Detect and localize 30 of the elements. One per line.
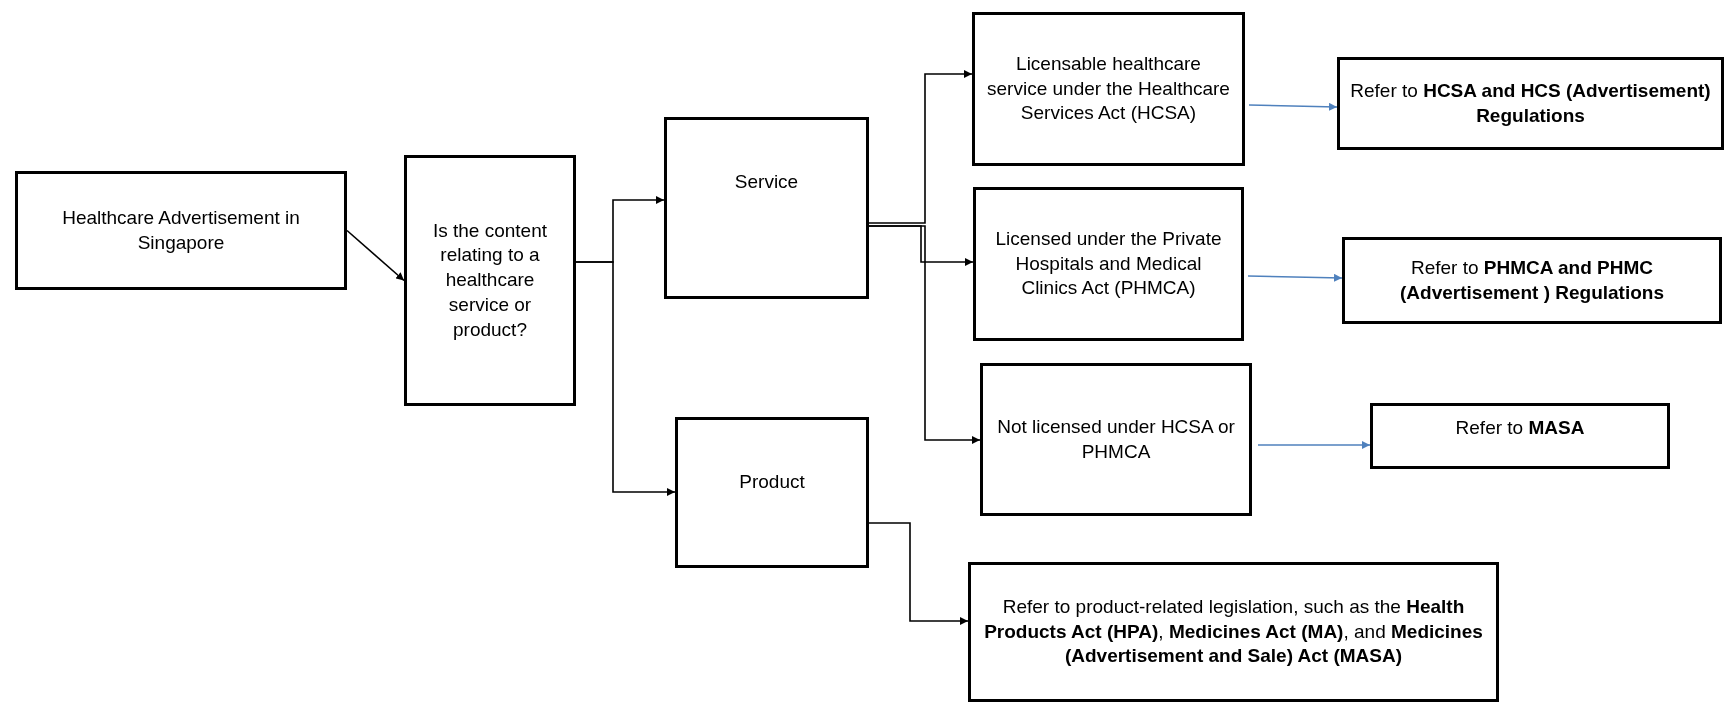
arrow — [1247, 273, 1343, 282]
process-box — [675, 417, 869, 568]
process-box — [664, 117, 869, 299]
box-text: Licensable healthcare service under the Healthcare Services Act (HCSA) — [986, 51, 1231, 126]
arrow — [575, 261, 676, 496]
box-text: Licensed under the Private Hospitals and Medical Clinics Act (PHMCA) — [994, 226, 1223, 301]
box-text: Refer to PHMCA and PHMC (Advertisement ) Regulations — [1399, 255, 1665, 305]
arrow — [1248, 102, 1338, 111]
box-text: Refer to HCSA and HCS (Advertisement) Regulations — [1350, 78, 1711, 128]
arrow — [868, 522, 969, 625]
arrow — [346, 229, 405, 282]
process-box — [404, 155, 576, 406]
process-box — [968, 562, 1499, 702]
process-box — [980, 363, 1252, 516]
arrow — [868, 225, 981, 444]
box-text: Service — [734, 170, 799, 194]
box-text: Refer to product-related legislation, such as the Health Products Act (HPA), Medicines Act (MA), and Medicines (Advertisement and Sale) Act (MASA) — [983, 594, 1484, 669]
arrow — [868, 70, 973, 224]
box-text: Is the content relating to a healthcare service or product? — [431, 218, 549, 342]
process-box — [973, 187, 1244, 341]
process-box — [1337, 57, 1724, 150]
process-box — [1370, 403, 1670, 469]
process-box — [1342, 237, 1722, 324]
arrow — [1257, 441, 1371, 449]
process-box — [972, 12, 1245, 166]
box-text: Not licensed under HCSA or PHMCA — [996, 414, 1236, 464]
box-text: Refer to MASA — [1455, 416, 1585, 440]
box-text: Healthcare Advertisement in Singapore — [61, 205, 301, 255]
box-text: Product — [739, 470, 805, 494]
process-box — [15, 171, 347, 290]
